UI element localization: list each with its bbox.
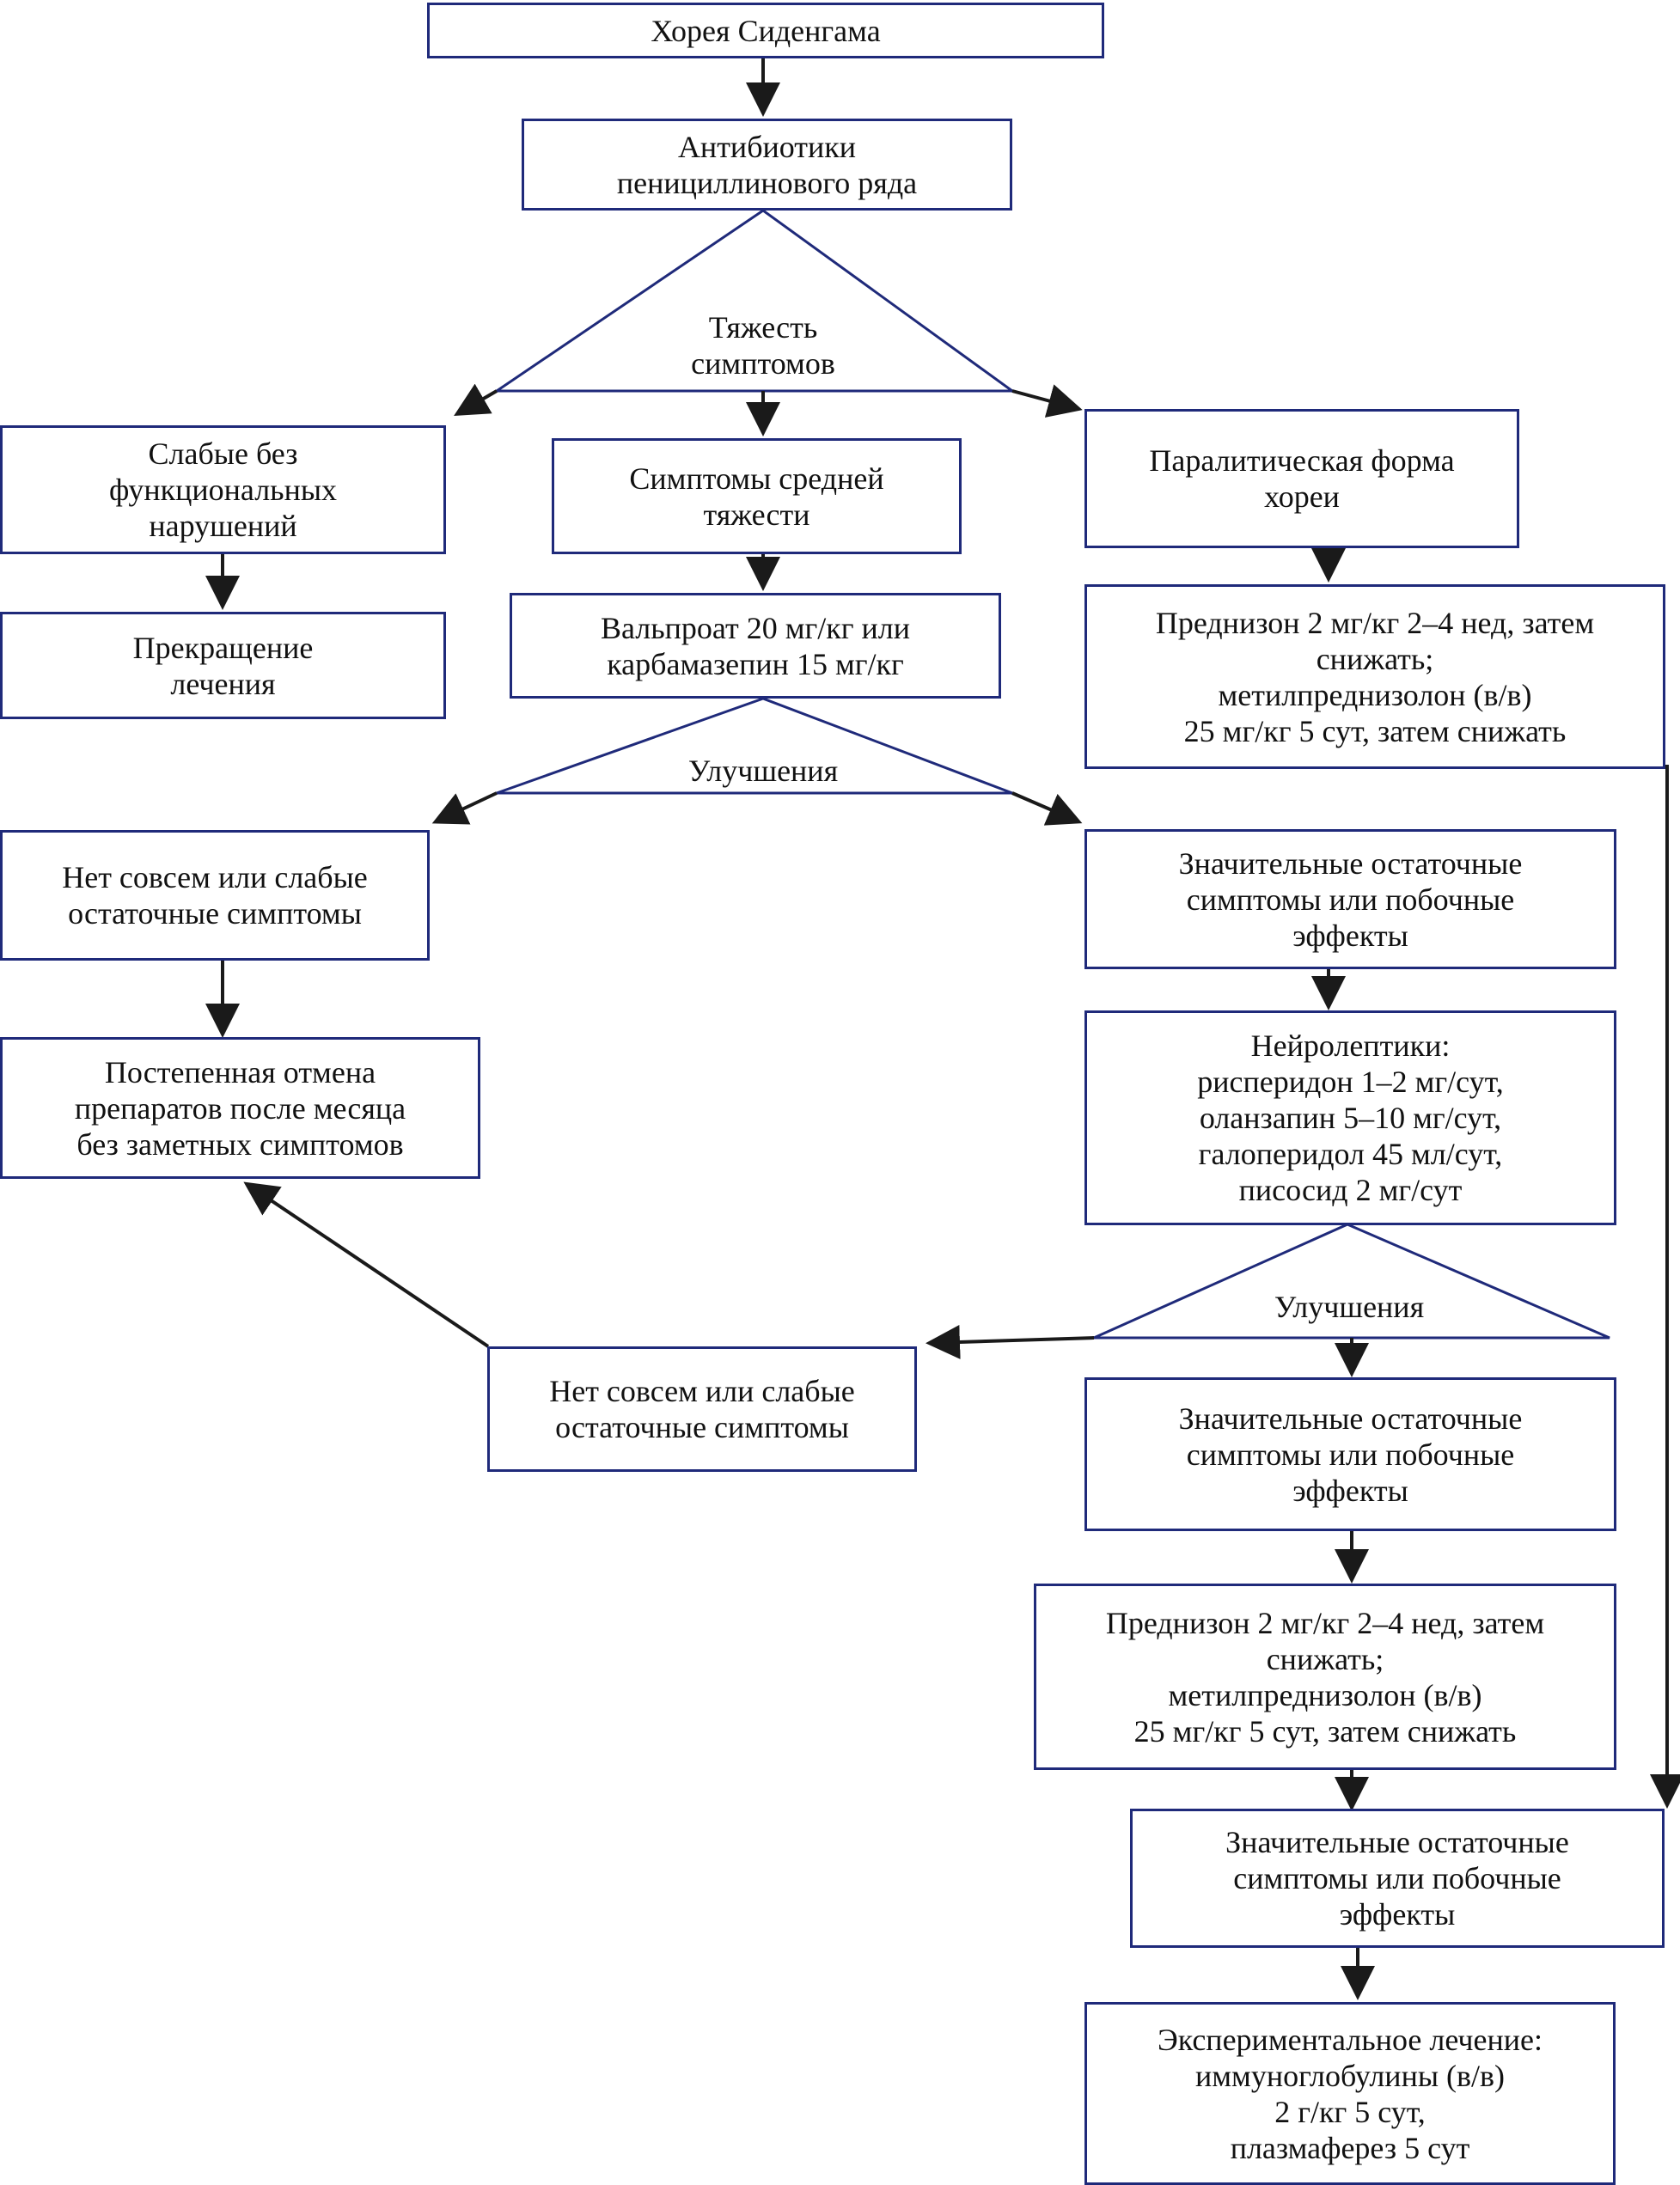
label-severity: Тяжесть симптомов <box>691 310 835 381</box>
box-antibiotics: Антибиотики пенициллинового ряда <box>522 119 1012 211</box>
arrow-improvement1-to-significant <box>1011 791 1083 826</box>
arrow-severity-to-paralytic <box>1011 384 1083 418</box>
box-paralytic: Паралитическая форма хореи <box>1084 409 1519 548</box>
box-chorea: Хорея Сиденгама <box>427 3 1104 58</box>
label-improvement-2: Улучшения <box>1274 1290 1425 1324</box>
box-prednisone-2: Преднизон 2 мг/кг 2–4 нед, затем снижать… <box>1034 1584 1616 1770</box>
box-neuroleptics: Нейролептики: рисперидон 1–2 мг/сут, ола… <box>1084 1010 1616 1225</box>
arrow-improvement2-to-none-mild <box>926 1324 1095 1359</box>
box-significant-2: Значительные остаточные симптомы или поб… <box>1084 1377 1616 1531</box>
box-none-mild-2: Нет совсем или слабые остаточные симптом… <box>487 1346 917 1472</box>
decision-triangle-improvement-1 <box>496 697 1013 795</box>
arrow-prednisone1-to-significant3 <box>1650 765 1680 1809</box>
box-valproate: Вальпроат 20 мг/кг или карбамазепин 15 м… <box>510 593 1001 699</box>
box-significant-1: Значительные остаточные симптомы или поб… <box>1084 829 1616 969</box>
box-experimental: Экспериментальное лечение: иммуноглобули… <box>1084 2002 1616 2185</box>
box-prednisone-1: Преднизон 2 мг/кг 2–4 нед, затем снижать… <box>1084 584 1665 769</box>
box-mild: Слабые без функциональных нарушений <box>0 425 446 554</box>
box-stop-treatment: Прекращение лечения <box>0 612 446 719</box>
box-significant-3: Значительные остаточные симптомы или поб… <box>1130 1809 1665 1948</box>
box-moderate: Симптомы средней тяжести <box>552 438 962 554</box>
arrow-improvement1-to-none-mild <box>431 791 498 825</box>
decision-triangle-severity <box>492 209 1017 393</box>
arrow-severity-to-mild <box>454 383 498 417</box>
box-none-mild-1: Нет совсем или слабые остаточные симптом… <box>0 830 430 961</box>
box-gradual-withdrawal: Постепенная отмена препаратов после меся… <box>0 1037 480 1179</box>
arrow-none-mild2-to-withdrawal <box>243 1181 490 1348</box>
label-improvement-1: Улучшения <box>687 754 839 788</box>
